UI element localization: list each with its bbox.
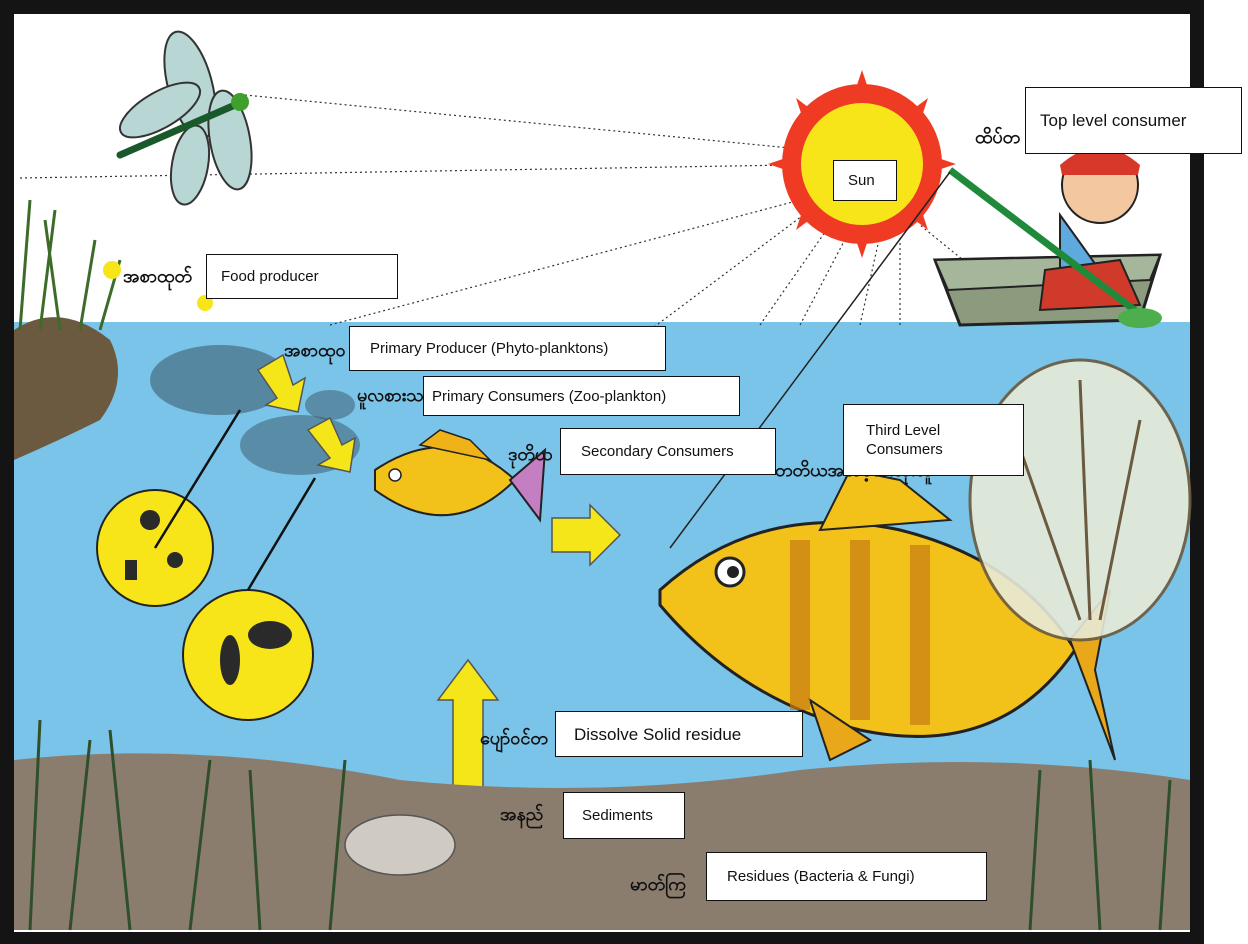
right-aquatic-plant: [970, 360, 1190, 640]
top-level-consumer-label: Top level consumer: [1025, 87, 1242, 154]
residues-label: Residues (Bacteria & Fungi): [706, 852, 987, 901]
third-level-consumers-label: Third Level Consumers: [843, 404, 1024, 476]
sediments-label: Sediments: [563, 792, 685, 839]
secondary-consumers-label: Secondary Consumers: [560, 428, 776, 475]
myanmar-text-secondary-consumers: ဒုတိယ: [508, 442, 552, 469]
sun-label: Sun: [833, 160, 897, 201]
food-producer-label: Food producer: [206, 254, 398, 299]
primary-producer-label: Primary Producer (Phyto-planktons): [349, 326, 666, 371]
myanmar-text-food-producer: အစာထုတ်: [123, 264, 192, 291]
myanmar-text-top: ထိပ်တ: [975, 125, 1020, 152]
myanmar-text-residues: မာတ်ကြ: [630, 872, 686, 899]
dissolve-solid-residue-label: Dissolve Solid residue: [555, 711, 803, 757]
primary-consumers-label: Primary Consumers (Zoo-plankton): [423, 376, 740, 416]
myanmar-text-primary-producer: အစာထုဝ: [284, 338, 346, 365]
myanmar-text-sediments: အနည်: [500, 802, 543, 829]
myanmar-text-dissolve: ပျော်ဝင်တ: [480, 726, 548, 753]
myanmar-text-primary-consumers: မူလစားသ: [357, 383, 424, 410]
